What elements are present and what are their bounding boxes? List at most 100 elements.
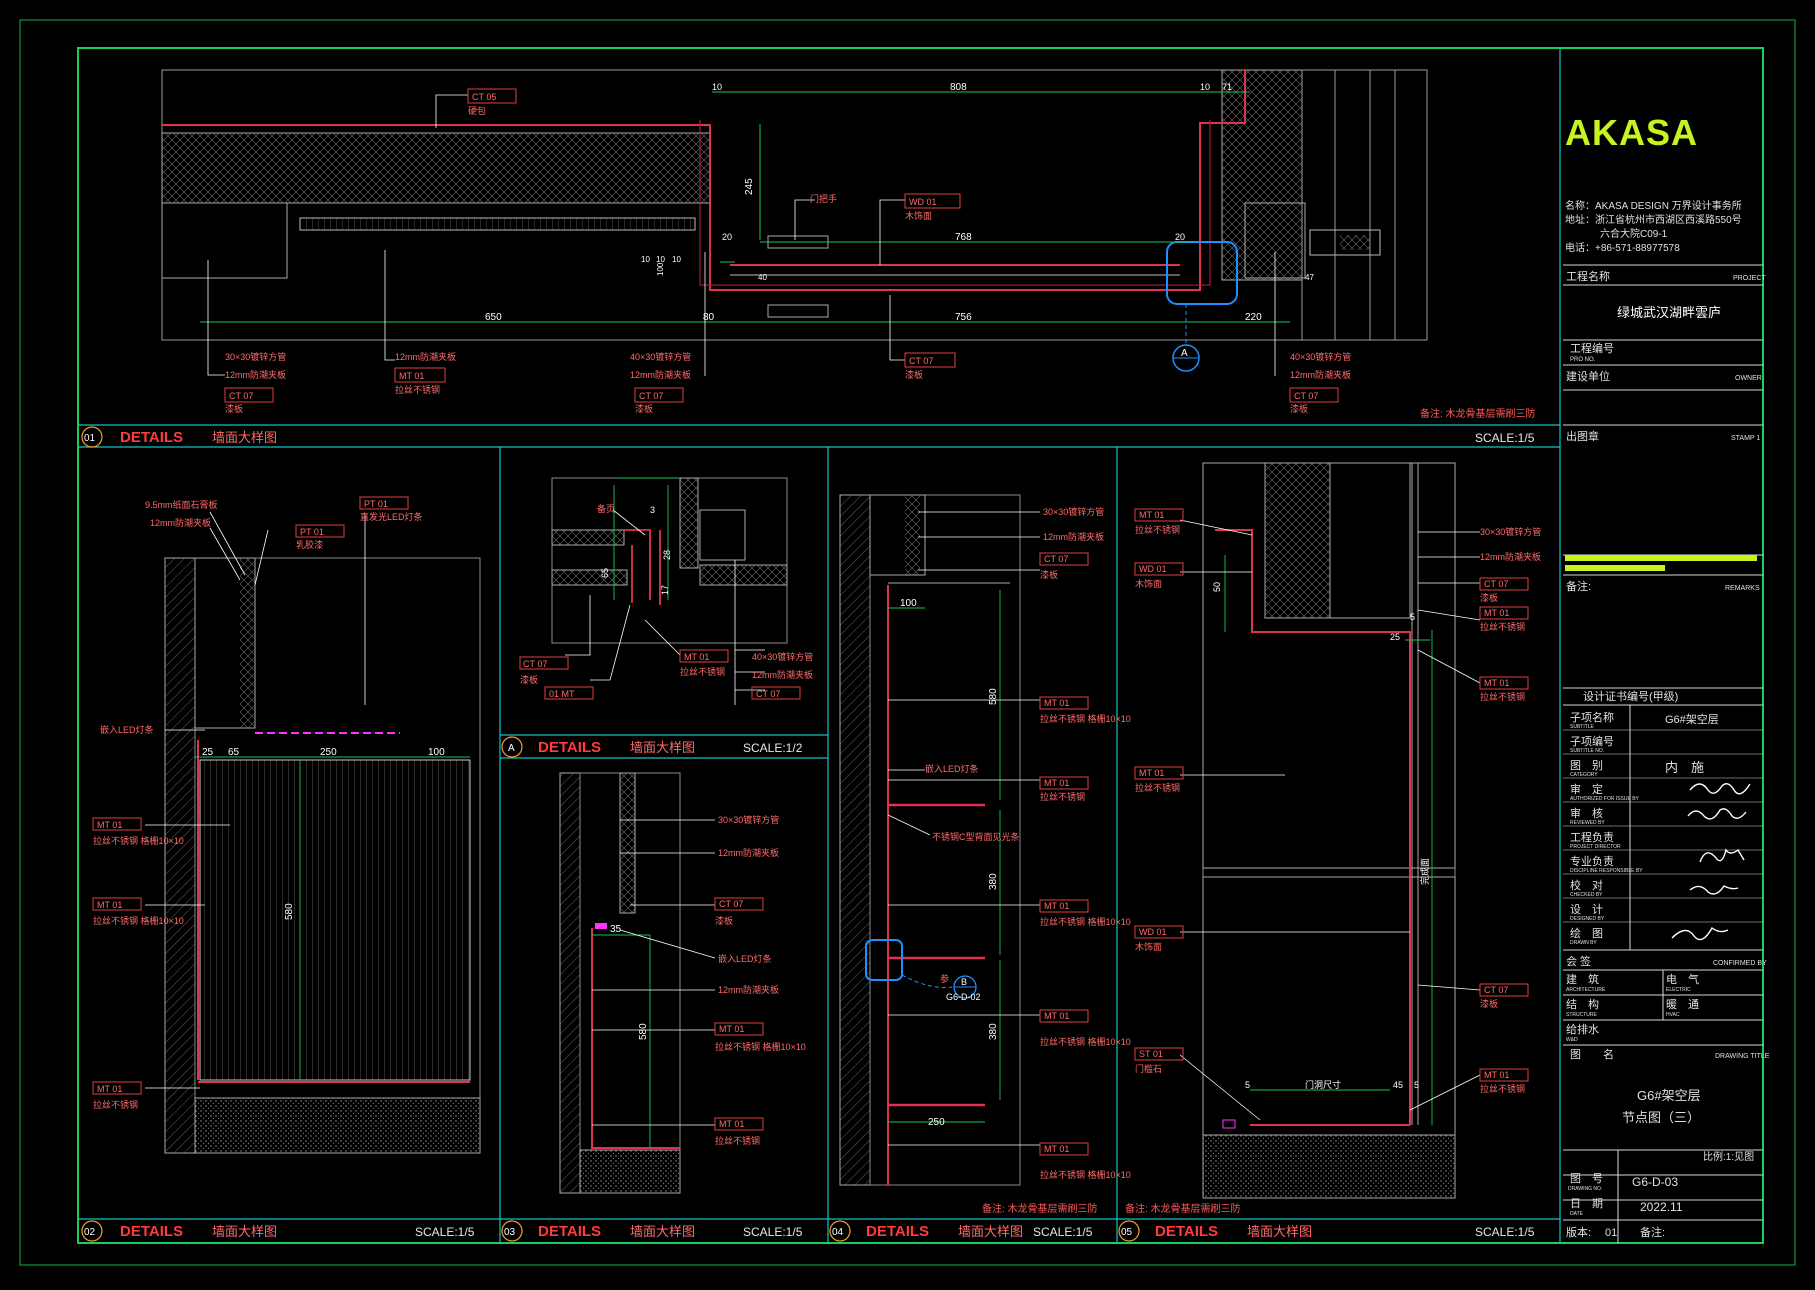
d01-desc-ct05: 硬包 (468, 105, 486, 116)
d04-ref-sheet: G6-D-02 (946, 992, 981, 1002)
d05-dim-finish: 完成面 (1419, 858, 1430, 885)
d01-dim-100: 100 (656, 262, 665, 276)
d01-dim-47: 47 (1305, 273, 1314, 282)
d01-tag-wd01: WD 01 (909, 197, 937, 207)
d01-desc-wd01: 木饰面 (905, 210, 932, 221)
d05-dim-5b: 5 (1245, 1080, 1250, 1090)
panel-a-title: DETAILS (538, 739, 601, 756)
d01-dim-650: 650 (485, 312, 502, 323)
d05-dim-5c: 5 (1414, 1080, 1419, 1090)
drawing-title-0: G6#架空层 (1637, 1088, 1701, 1103)
d04-tag-1: MT 01 (1044, 698, 1069, 708)
d05-tag-5: CT 07 (1484, 579, 1508, 589)
version-label: 版本: (1566, 1225, 1591, 1239)
d05-dim-45: 45 (1393, 1080, 1403, 1090)
date-label: 日 期 (1570, 1197, 1603, 1210)
d04-text-4: 不锈钢C型背面见光条 (932, 831, 1020, 842)
d01-text-3: 40×30镀锌方管 (630, 351, 691, 362)
d04-text-2: 漆板 (1040, 569, 1058, 580)
d03-tag-2: MT 01 (719, 1119, 744, 1129)
sign-cell-3: 暖 通 (1666, 998, 1699, 1011)
d01-text-5: 40×30镀锌方管 (1290, 351, 1351, 362)
d01-dim-10b: 10 (1200, 82, 1210, 92)
row-label-en-5: PROJECT DIRECTOR (1570, 844, 1621, 850)
sheet-frame (77, 47, 1764, 1244)
d05-tag-6: MT 01 (1484, 608, 1509, 618)
sign-cell-en-4: W&D (1566, 1037, 1578, 1043)
d02-desc-0: 拉丝不锈钢 格栅10×10 (93, 835, 184, 846)
detail-a-drawing: 3 28 65 17 备页 40×30镀锌方管 12mm防潮夹板 漆板 拉丝不锈… (519, 477, 813, 705)
panel-05-num: 05 (1121, 1227, 1133, 1238)
dA-dim-0: 3 (650, 505, 655, 515)
row-label-en-4: REVIEWED BY (1570, 820, 1605, 826)
d04-dim-580: 580 (988, 688, 999, 705)
owner-label: 建设单位 (1566, 369, 1610, 383)
d04-tag-5: MT 01 (1044, 1144, 1069, 1154)
d04-tag-4: MT 01 (1044, 1011, 1069, 1021)
row-label-en-3: AUTHORIZED FOR ISSUE BY (1570, 796, 1640, 802)
d03-text-1: 12mm防潮夹板 (718, 847, 779, 858)
dA-text-4: 拉丝不锈钢 (680, 666, 725, 677)
d02-dim-25: 25 (202, 747, 214, 758)
confirm-label: 会 签 (1566, 954, 1591, 968)
d02-desc-1: 拉丝不锈钢 格栅10×10 (93, 915, 184, 926)
d02-text-1: 12mm防潮夹板 (150, 517, 211, 528)
d01-desc-ct07c: 漆板 (635, 403, 653, 414)
dA-tag-1: 01 MT (549, 689, 575, 699)
d01-dim-245: 245 (744, 178, 755, 195)
dA-text-2: 12mm防潮夹板 (752, 669, 813, 680)
d04-text-7: 拉丝不锈钢 格栅10×10 (1040, 916, 1131, 927)
d02-tag-3: MT 01 (97, 900, 122, 910)
panel-04-num: 04 (832, 1227, 844, 1238)
panel-04-note: 备注: 木龙骨基层需刷三防 (982, 1202, 1098, 1215)
drawing-title-label: 图 名 (1570, 1047, 1614, 1061)
d05-tag-0: MT 01 (1139, 510, 1164, 520)
d01-text-0: 30×30镀锌方管 (225, 351, 286, 362)
d02-text-4: 直发光LED灯条 (360, 511, 423, 522)
d01-text-2: 12mm防潮夹板 (395, 351, 456, 362)
d04-ref-prefix: 参 (940, 973, 949, 984)
detail-03-drawing: 35 580 30×30镀锌方管 12mm防潮夹板 漆板 嵌入LED灯条 12m… (559, 772, 806, 1194)
d04-tag-0: CT 07 (1044, 554, 1068, 564)
sign-cell-2: 结 构 (1566, 997, 1599, 1011)
row-label-6: 专业负责 (1570, 854, 1614, 868)
row-label-7: 校 对 (1570, 878, 1603, 892)
d05-tag-4: ST 01 (1139, 1049, 1163, 1059)
d02-tag-0: PT 01 (300, 527, 324, 537)
detail-02-drawing: 25 65 250 100 580 9.5mm纸面石膏板 12mm防潮夹板 乳胶… (92, 496, 481, 1154)
detail-05-drawing: 50 25 5 5 45 门洞尺寸 5 完成面 MT 01 拉丝不锈钢 WD 0… (1134, 462, 1541, 1199)
d05-text-1: 木饰面 (1135, 578, 1162, 589)
drawing-title-label-en: DRAWING TITLE (1715, 1053, 1770, 1060)
detail-04-drawing: B G6-D-02 参 100 580 380 380 250 30×30镀锌方… (839, 494, 1131, 1186)
detail-01-mark: A (1181, 348, 1188, 359)
d01-tag-ct07d: CT 07 (1294, 391, 1318, 401)
sign-cell-en-2: STRUCTURE (1566, 1012, 1597, 1018)
d04-ref-mark: B (961, 977, 967, 987)
row-label-0: 子项名称 (1570, 710, 1614, 724)
d05-text-8: 拉丝不锈钢 (1480, 621, 1525, 632)
drawing-ratio: 比例:1:见图 (1703, 1150, 1754, 1163)
dA-text-3: 漆板 (520, 674, 538, 685)
d04-tag-2: MT 01 (1044, 778, 1069, 788)
note-label: 备注: (1640, 1225, 1665, 1239)
d05-text-3: 木饰面 (1135, 941, 1162, 952)
d05-tag-1: WD 01 (1139, 564, 1167, 574)
panel-a-num: A (508, 743, 515, 754)
d04-text-3: 嵌入LED灯条 (925, 763, 979, 774)
d05-text-5: 30×30镀锌方管 (1480, 526, 1541, 537)
d03-text-6: 拉丝不锈钢 (715, 1135, 760, 1146)
version-value: 01 (1605, 1227, 1617, 1239)
d04-dim-250: 250 (928, 1117, 945, 1128)
row-label-en-8: DESIGNED BY (1570, 916, 1605, 922)
row-value-0: G6#架空层 (1665, 712, 1719, 726)
panel-05-title-cn: 墙面大样图 (1247, 1224, 1312, 1239)
dA-tag-0: CT 07 (523, 659, 547, 669)
project-name: 绿城武汉湖畔雲庐 (1617, 305, 1721, 320)
d01-text-1: 12mm防潮夹板 (225, 369, 286, 380)
detail-01-drawing: A 808 10 10 71 245 20 768 20 650 80 756 … (161, 69, 1428, 414)
d01-text-4: 12mm防潮夹板 (630, 369, 691, 380)
panel-02-scale: SCALE:1/5 (415, 1225, 475, 1239)
d04-text-0: 30×30镀锌方管 (1043, 506, 1104, 517)
d04-text-9: 拉丝不锈钢 格栅10×10 (1040, 1169, 1131, 1180)
d01-tag-ct07a: CT 07 (909, 356, 933, 366)
